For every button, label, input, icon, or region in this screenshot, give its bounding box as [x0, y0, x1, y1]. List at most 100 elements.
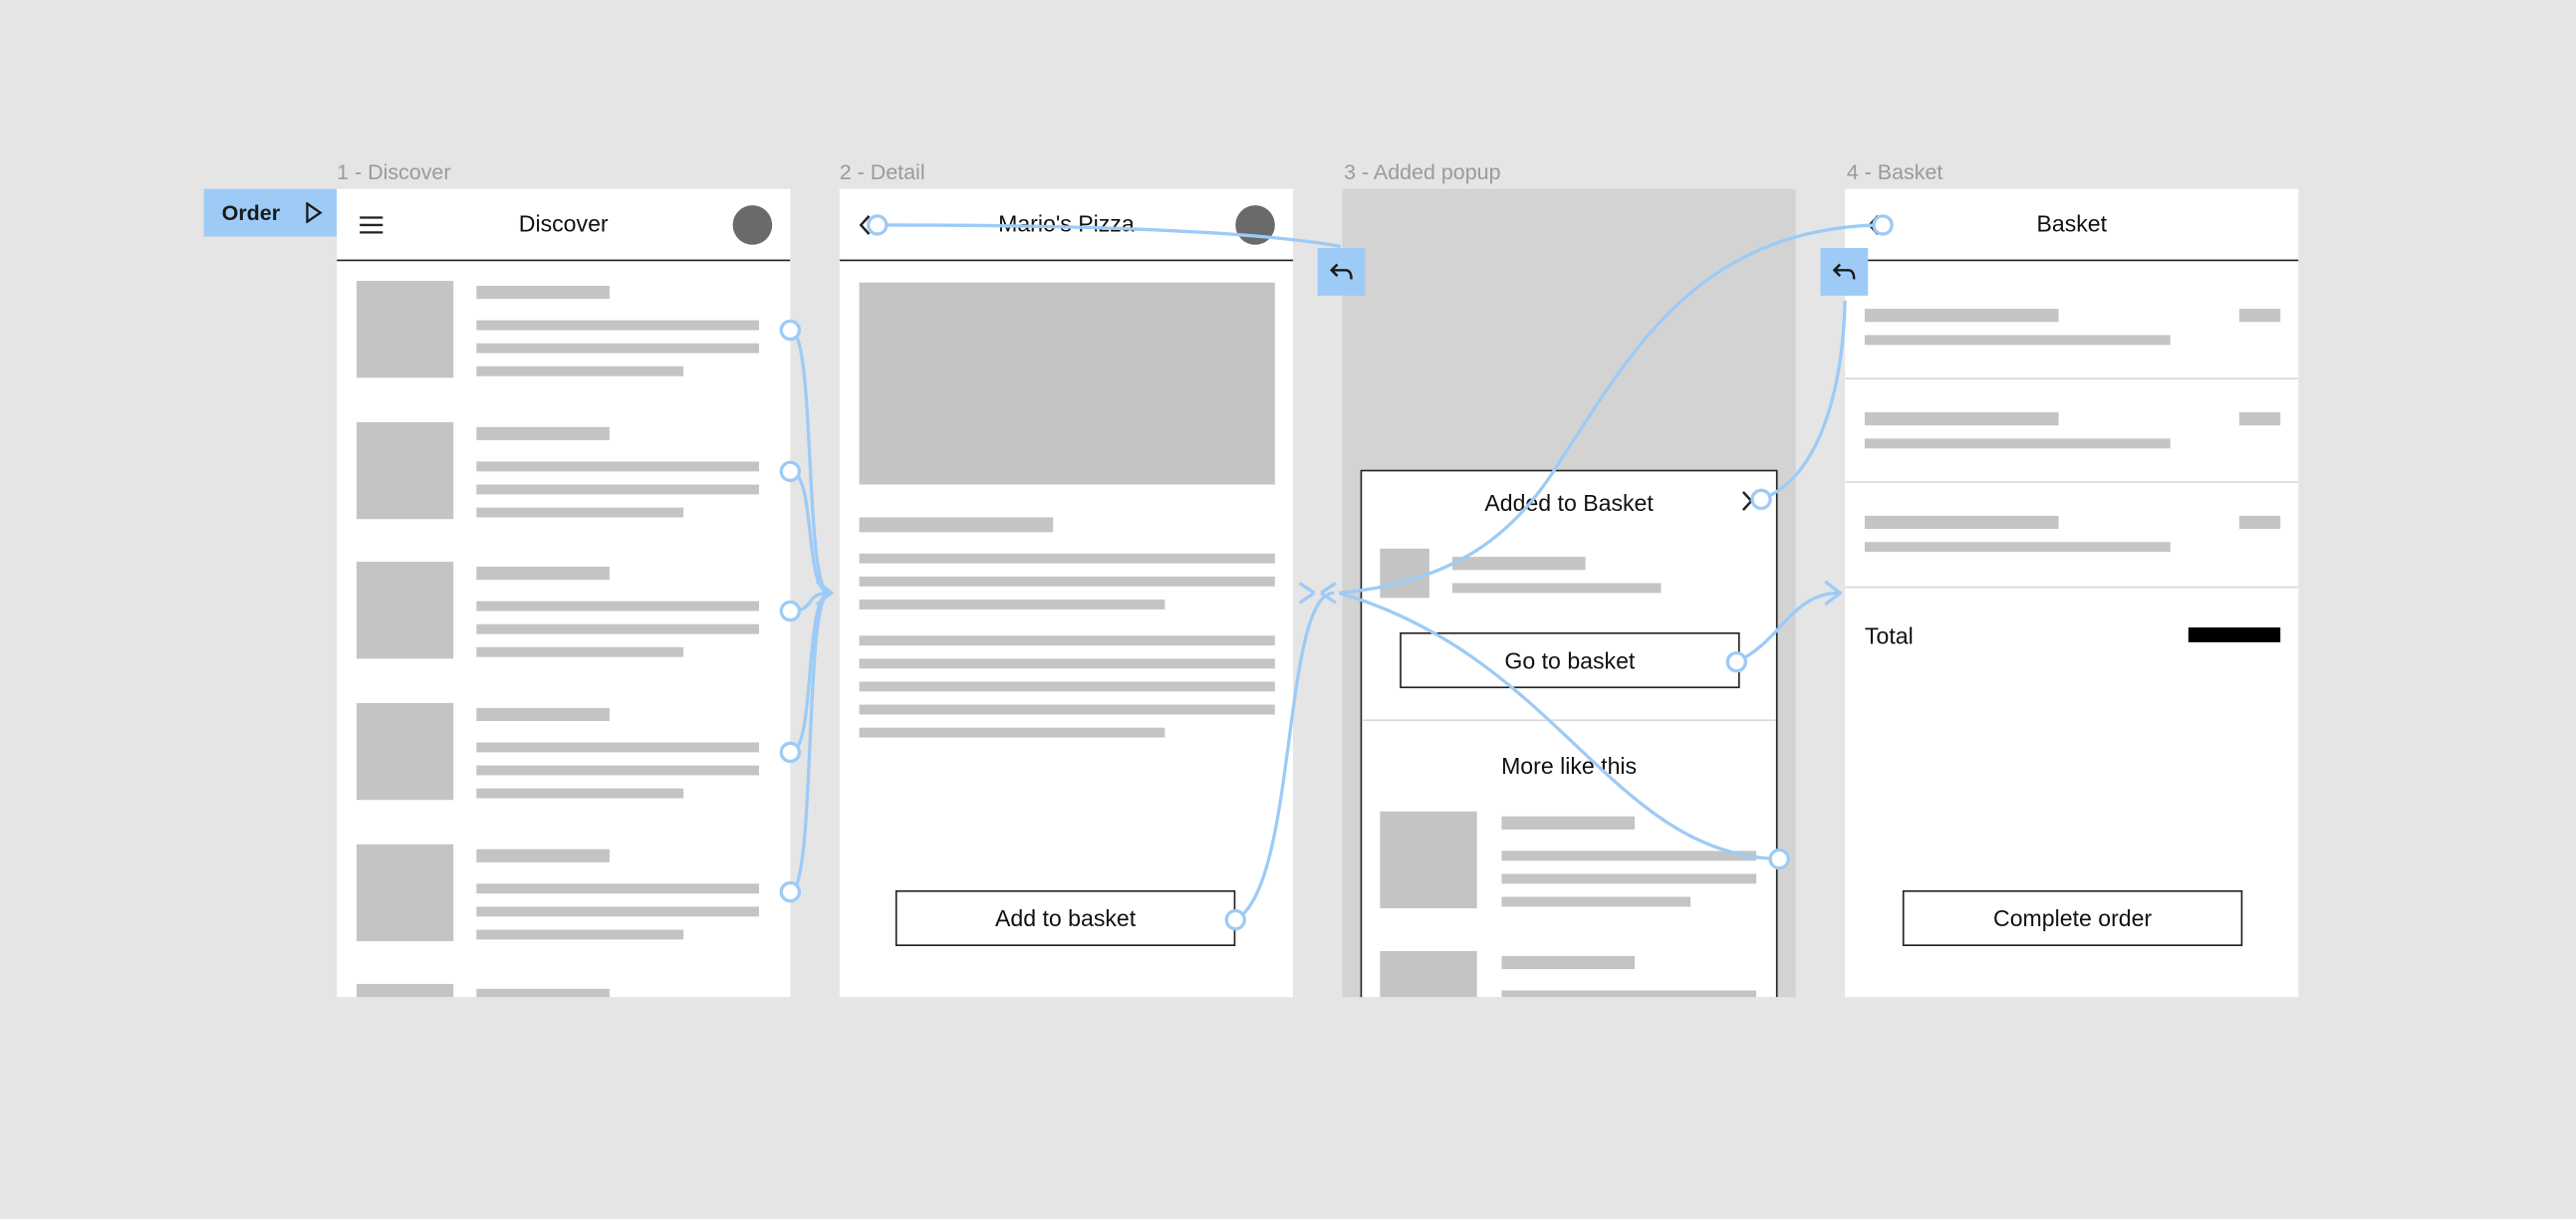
section-title: More like this: [1501, 752, 1638, 779]
title-placeholder: [1501, 955, 1636, 970]
go-to-basket-button[interactable]: Go to basket: [1400, 631, 1740, 689]
basket-topbar: Basket: [1845, 189, 2299, 262]
text-placeholder: [1501, 873, 1757, 884]
frame-basket: Basket Total Complete order: [1845, 188, 2299, 998]
list-item[interactable]: [337, 421, 790, 524]
add-to-basket-button[interactable]: Add to basket: [895, 889, 1236, 946]
text-placeholder: [859, 599, 1165, 610]
text-placeholder: [1864, 542, 2171, 553]
basket-row[interactable]: [1845, 379, 2298, 481]
text-placeholder: [1501, 990, 1757, 998]
title-placeholder: [476, 426, 610, 441]
divider: [1845, 377, 2299, 379]
frame-added-popup: Added to Basket Go to basket More like t…: [1342, 188, 1796, 998]
text-placeholder: [476, 484, 759, 495]
list-item[interactable]: [337, 844, 790, 946]
divider: [1845, 481, 2299, 483]
text-placeholder: [476, 742, 759, 753]
list-item[interactable]: [337, 562, 790, 663]
thumbnail-placeholder: [356, 702, 454, 801]
text-placeholder: [476, 883, 759, 894]
frame-label-popup: 3 - Added popup: [1344, 158, 1501, 184]
thumbnail-placeholder: [1380, 950, 1477, 998]
complete-order-button[interactable]: Complete order: [1902, 889, 2243, 946]
back-action-badge[interactable]: [1317, 248, 1366, 296]
frame-detail: Mario's Pizza Add to basket: [839, 188, 1293, 998]
frame-label-discover: 1 - Discover: [337, 158, 451, 184]
text-placeholder: [1501, 851, 1757, 861]
text-placeholder: [476, 320, 759, 331]
text-placeholder: [476, 601, 759, 611]
text-placeholder: [476, 623, 759, 634]
text-placeholder: [476, 788, 684, 799]
back-arrow-icon: [1330, 263, 1353, 280]
flow-start-tag[interactable]: Order: [203, 188, 338, 237]
item-name-placeholder: [1864, 309, 2059, 323]
list-item[interactable]: [337, 983, 790, 998]
frame-discover: Discover: [337, 188, 791, 998]
thumbnail-placeholder: [356, 562, 454, 659]
title-placeholder: [476, 285, 610, 300]
item-name-placeholder: [1864, 515, 2059, 530]
popup-title: Added to Basket: [1484, 489, 1654, 516]
price-placeholder: [2238, 515, 2281, 530]
title-placeholder: [1501, 816, 1636, 830]
chevron-left-icon[interactable]: [858, 213, 873, 236]
frame-label-basket: 4 - Basket: [1846, 158, 1943, 184]
price-placeholder: [2238, 411, 2281, 426]
list-item[interactable]: [1362, 811, 1779, 913]
text-placeholder: [476, 507, 684, 518]
list-item[interactable]: [337, 281, 790, 382]
text-placeholder: [476, 929, 684, 940]
title-placeholder: [476, 988, 610, 998]
text-placeholder: [476, 343, 759, 354]
text-placeholder: [1501, 896, 1691, 907]
text-placeholder: [1864, 335, 2171, 346]
page-title: Mario's Pizza: [998, 210, 1135, 237]
page-title: Discover: [518, 210, 609, 237]
frame-label-detail: 2 - Detail: [839, 158, 925, 184]
text-placeholder: [859, 681, 1275, 692]
chevron-right-icon[interactable]: [1740, 489, 1755, 512]
hero-image-placeholder: [859, 282, 1275, 485]
page-title: Basket: [2036, 210, 2108, 237]
title-placeholder: [476, 707, 610, 722]
text-placeholder: [476, 765, 759, 776]
text-placeholder: [476, 366, 684, 376]
total-value-placeholder: [2188, 627, 2281, 642]
text-placeholder: [1864, 438, 2171, 449]
divider: [1845, 586, 2299, 589]
basket-row[interactable]: [1845, 261, 2298, 377]
added-popup-sheet: Added to Basket Go to basket More like t…: [1360, 469, 1779, 998]
total-label: Total: [1864, 622, 1914, 649]
text-placeholder: [859, 704, 1275, 715]
back-arrow-icon: [1832, 263, 1856, 280]
discover-topbar: Discover: [337, 189, 791, 262]
back-action-badge[interactable]: [1820, 248, 1869, 296]
product-thumbnail-placeholder: [1380, 548, 1429, 599]
text-placeholder: [859, 727, 1165, 738]
text-placeholder: [859, 658, 1275, 669]
text-placeholder: [476, 646, 684, 657]
text-placeholder: [476, 461, 759, 472]
basket-row[interactable]: [1845, 483, 2298, 585]
text-placeholder: [476, 906, 759, 917]
text-placeholder: [859, 576, 1275, 587]
divider: [1362, 719, 1776, 722]
title-placeholder: [476, 849, 610, 862]
thumbnail-placeholder: [356, 983, 454, 998]
list-item[interactable]: [1362, 950, 1779, 998]
heading-placeholder: [859, 517, 1054, 533]
item-name-placeholder: [1864, 411, 2059, 426]
play-icon: [306, 201, 323, 224]
detail-topbar: Mario's Pizza: [839, 189, 1293, 262]
text-placeholder: [1451, 583, 1662, 594]
hamburger-menu-icon[interactable]: [359, 215, 385, 235]
title-placeholder: [1451, 557, 1586, 571]
avatar[interactable]: [1235, 205, 1275, 245]
text-placeholder: [859, 553, 1275, 564]
list-item[interactable]: [337, 702, 790, 805]
price-placeholder: [2238, 309, 2281, 323]
avatar[interactable]: [732, 205, 773, 245]
